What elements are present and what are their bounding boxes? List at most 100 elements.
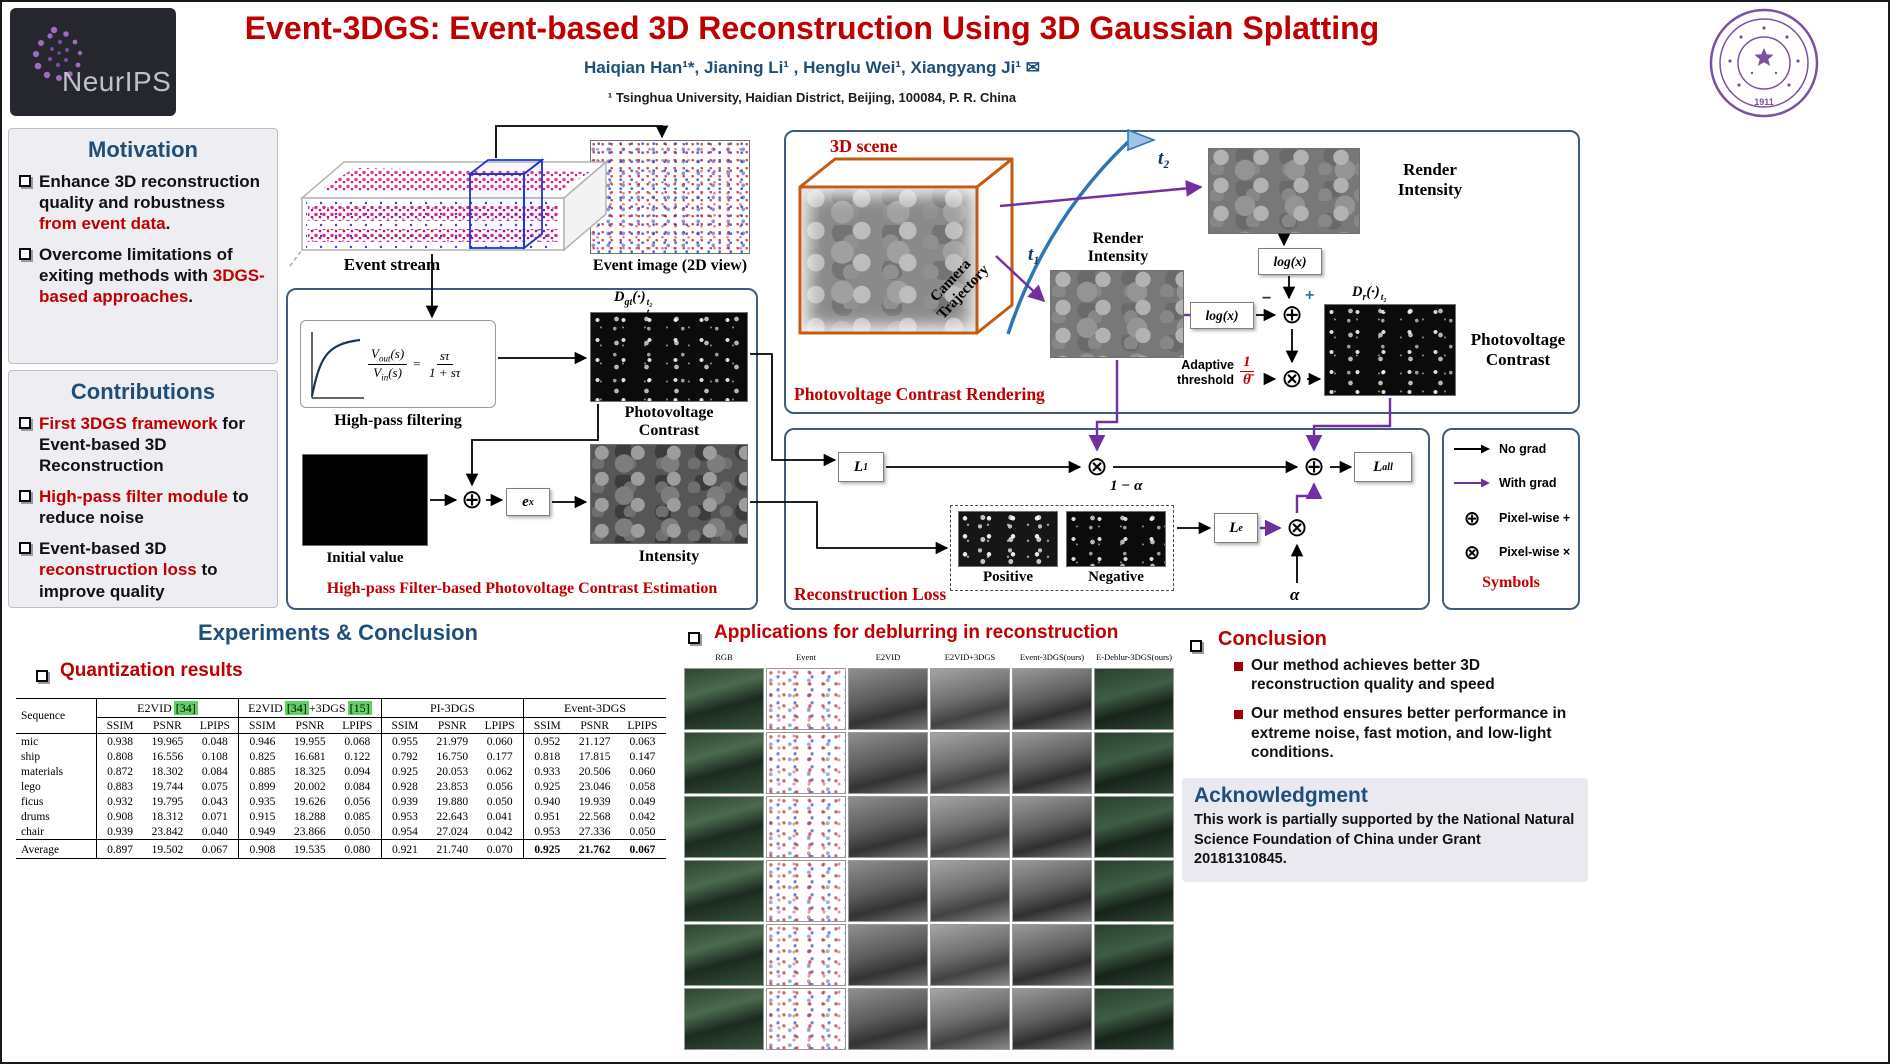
apps-image-row5-e-deblur-3dgs-ours- [1094,924,1174,986]
apps-image-row5-rgb [684,924,764,986]
apps-image-row5-e2vid-3dgs [930,924,1010,986]
apps-image-row3-rgb [684,796,764,858]
motivation-panel: Motivation Enhance 3D reconstruction qua… [8,128,278,364]
conclusion-item: Our method achieves better 3D reconstruc… [1234,656,1586,694]
event-stream-drawing [289,158,609,267]
apps-image-row6-rgb [684,988,764,1050]
apps-image-row4-e2vid-3dgs [930,860,1010,922]
checkbox-bullet-icon [19,542,31,555]
pixelwise-plus-node: ⊕ [1278,301,1306,329]
poster-authors: Haiqian Han¹*, Jianing Li¹ , Henglu Wei¹… [584,58,1040,77]
minus-sign: − [1262,290,1272,307]
apps-image-row1-e2vid-3dgs [930,668,1010,730]
apps-image-row6-e-deblur-3dgs-ours- [1094,988,1174,1050]
apps-image-row6-event-3dgs-ours- [1012,988,1092,1050]
poster-affiliation: ¹ Tsinghua University, Haidian District,… [607,90,1017,105]
loss-box-title: Reconstruction Loss [794,584,947,604]
apps-image-row5-event-3dgs-ours- [1012,924,1092,986]
apps-image-row2-e-deblur-3dgs-ours- [1094,732,1174,794]
photovoltage-contrast-rendered-image [1324,304,1456,396]
apps-image-row2-e2vid [848,732,928,794]
photovoltage-contrast-gt-image [590,312,748,402]
pixelwise-plus-node: ⊕ [458,486,486,514]
apps-image-row2-event [766,732,846,794]
conclusion-heading: Conclusion [1218,628,1327,650]
t2-label: t₂ [1158,148,1170,169]
pixelwise-times-node: ⊗ [1083,453,1111,481]
alpha-label: α [1290,585,1300,604]
checkbox-bullet-icon [688,632,700,644]
apps-image-row3-e2vid-3dgs [930,796,1010,858]
event-image-2d [590,140,750,254]
motivation-item: Enhance 3D reconstruction quality and ro… [19,171,267,234]
contribution-item: Event-based 3D reconstruction loss to im… [19,538,267,601]
apps-image-row3-e-deblur-3dgs-ours- [1094,796,1174,858]
pixelwise-times-node: ⊗ [1278,365,1306,393]
conclusion-item: Our method ensures better performance in… [1234,704,1586,762]
apps-image-row6-e2vid [848,988,928,1050]
apps-image-row3-event-3dgs-ours- [1012,796,1092,858]
apps-image-row6-event [766,988,846,1050]
experiments-heading: Experiments & Conclusion [198,620,478,645]
apps-image-row3-e2vid [848,796,928,858]
checkbox-bullet-icon [19,417,31,429]
contribution-item: First 3DGS framework for Event-based 3D … [19,413,267,476]
apps-image-row2-rgb [684,732,764,794]
rendering-box-title: Photovoltage Contrast Rendering [794,384,1045,404]
highpass-filtering-label: High-pass filtering [334,412,462,429]
apps-image-row5-event [766,924,846,986]
apps-image-row3-event [766,796,846,858]
apps-column-label: E-Deblur-3DGS(ours) [1096,652,1172,662]
quantization-heading: Quantization results [60,660,243,681]
apps-image-row1-e2vid [848,668,928,730]
negative-image [1066,511,1166,567]
neurips-swirl-icon [32,26,83,81]
contributions-heading: Contributions [70,379,216,404]
initial-value-label: Initial value [326,550,404,566]
contribution-item: High-pass filter module to reduce noise [19,486,267,528]
intensity-image [590,444,748,544]
apps-column-label: E2VID+3DGS [944,652,996,662]
contributions-panel: Contributions First 3DGS framework for E… [8,370,278,608]
apps-image-row4-e-deblur-3dgs-ours- [1094,860,1174,922]
table-group-header-row: Sequence E2VID[34] E2VID[34]+3DGS[15] PI… [16,698,666,734]
apps-image-row4-rgb [684,860,764,922]
event-image-label: Event image (2D view) [592,257,748,274]
conclusion-list: Our method achieves better 3D reconstruc… [1234,656,1586,772]
positive-label: Positive [983,569,1033,585]
square-bullet-icon [1234,662,1243,671]
column-header-sequence: Sequence [16,698,97,734]
apps-image-row2-e2vid-3dgs [930,732,1010,794]
apps-column-label: RGB [715,652,733,662]
with-grad-arrow-icon [1454,478,1490,488]
square-bullet-icon [1234,710,1243,720]
seal-year-text: 1911 [1754,97,1774,107]
apps-image-row6-e2vid-3dgs [930,988,1010,1050]
column-group-pi-3dgs: PI-3DGS [380,698,524,718]
apps-image-row4-event-3dgs-ours- [1012,860,1092,922]
acknowledgment-text: This work is partially supported by the … [1194,812,1575,868]
one-minus-alpha-label: 1 − α [1110,478,1143,494]
legend-item-pixelwise-times: ⊗ Pixel-wise × [1452,540,1571,564]
checkbox-bullet-icon [1190,640,1202,652]
initial-value-image [302,454,428,546]
apps-column-label: Event [796,652,816,662]
quantization-table: Sequence E2VID[34] E2VID[34]+3DGS[15] PI… [16,698,666,859]
